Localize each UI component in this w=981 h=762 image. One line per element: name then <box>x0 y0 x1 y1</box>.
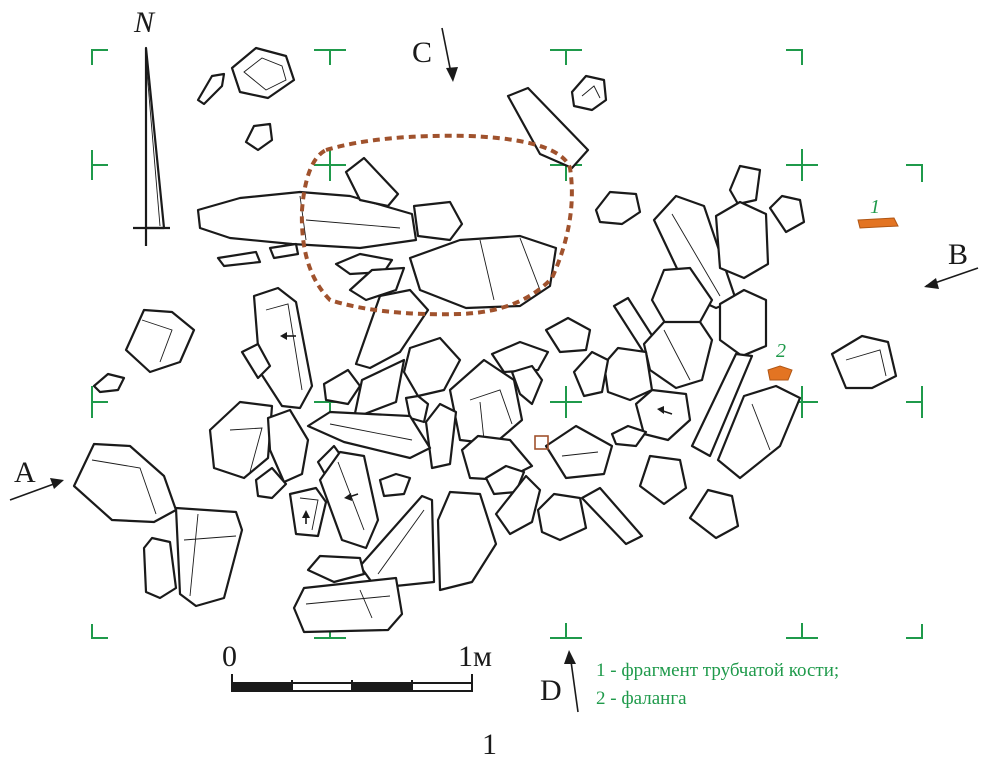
stone <box>322 368 362 406</box>
stone-cluster <box>72 46 898 634</box>
stone <box>306 554 366 584</box>
stone <box>72 442 178 524</box>
grid-corner <box>786 49 803 65</box>
phalanx-number: 2 <box>776 340 786 362</box>
stone <box>92 372 126 394</box>
stone <box>424 402 458 470</box>
grid-corner <box>906 624 923 639</box>
stone <box>572 350 610 398</box>
section-arrow-a: A <box>9 456 64 501</box>
stone <box>638 454 688 506</box>
stone <box>594 190 642 226</box>
stone <box>412 200 464 242</box>
stone <box>402 336 462 398</box>
stone <box>378 472 412 498</box>
stone <box>196 72 226 106</box>
stone <box>404 394 430 424</box>
stone <box>174 506 244 608</box>
section-arrow-b: B <box>924 238 979 289</box>
stone <box>230 46 296 100</box>
grid-tee <box>550 49 582 65</box>
stone <box>490 340 550 374</box>
sample-square-marker <box>534 435 549 450</box>
grid-cross <box>314 149 346 181</box>
section-label-b: B <box>948 238 968 271</box>
grid-cross <box>786 149 818 181</box>
legend-line-2: 2 - фаланга <box>596 688 687 709</box>
stone <box>352 358 406 420</box>
grid-tee <box>91 386 108 418</box>
stone <box>318 450 380 550</box>
stone <box>348 266 406 302</box>
stone <box>642 320 714 390</box>
stone <box>570 74 608 112</box>
section-label-c: C <box>412 36 432 69</box>
stone <box>714 200 770 280</box>
grid-tee <box>91 150 108 180</box>
stone <box>536 492 588 542</box>
grid-corner <box>91 624 108 639</box>
phalanx-marker: 2 <box>767 340 793 381</box>
stone <box>268 242 300 260</box>
stone <box>544 424 614 480</box>
section-label-d: D <box>540 674 562 707</box>
legend: 1 - фрагмент трубчатой кости; 2 - фаланг… <box>596 660 839 709</box>
section-arrow-c: C <box>412 27 458 82</box>
grid-tee <box>550 623 582 639</box>
stone <box>354 288 430 370</box>
stone <box>208 400 274 480</box>
grid-tee <box>314 49 346 65</box>
north-arrow: N <box>133 6 170 246</box>
grid-tee <box>786 623 818 639</box>
bone-fragment-number: 1 <box>870 196 880 218</box>
north-label: N <box>133 6 156 39</box>
grid-cross <box>550 386 582 418</box>
section-label-a: A <box>14 456 36 489</box>
stone <box>716 384 802 480</box>
stone <box>142 536 178 600</box>
stone <box>728 164 762 206</box>
stone <box>240 342 272 380</box>
scale-start-label: 0 <box>222 640 237 673</box>
stone <box>266 408 310 484</box>
stone <box>254 466 288 500</box>
stone <box>688 488 740 540</box>
stone <box>408 234 558 310</box>
stone <box>494 474 542 536</box>
stone <box>306 410 432 460</box>
stone <box>124 308 196 374</box>
stone <box>436 490 498 592</box>
stone <box>768 194 806 234</box>
legend-line-1: 1 - фрагмент трубчатой кости; <box>596 660 839 681</box>
stone <box>244 122 274 152</box>
stone <box>690 352 754 458</box>
grid-tee <box>906 386 923 418</box>
stone <box>344 156 400 208</box>
bone-fragment-marker: 1 <box>857 196 899 229</box>
stone <box>610 424 648 448</box>
stone <box>510 364 544 406</box>
scale-end-label: 1м <box>458 640 492 673</box>
stone <box>448 358 524 446</box>
grid-corner <box>906 164 923 182</box>
stone <box>580 486 644 546</box>
scale-bar: 0 1м <box>222 640 492 692</box>
stone <box>292 576 404 634</box>
stone <box>718 288 768 358</box>
stone <box>830 334 898 390</box>
stone <box>544 316 592 354</box>
stone <box>216 250 262 268</box>
stone <box>602 346 654 402</box>
dashed-contour <box>299 133 574 317</box>
grid-corner <box>91 49 108 65</box>
stone <box>252 286 314 410</box>
stone <box>288 486 328 538</box>
section-arrow-d: D <box>540 650 579 713</box>
figure-number: 1 <box>482 728 497 761</box>
